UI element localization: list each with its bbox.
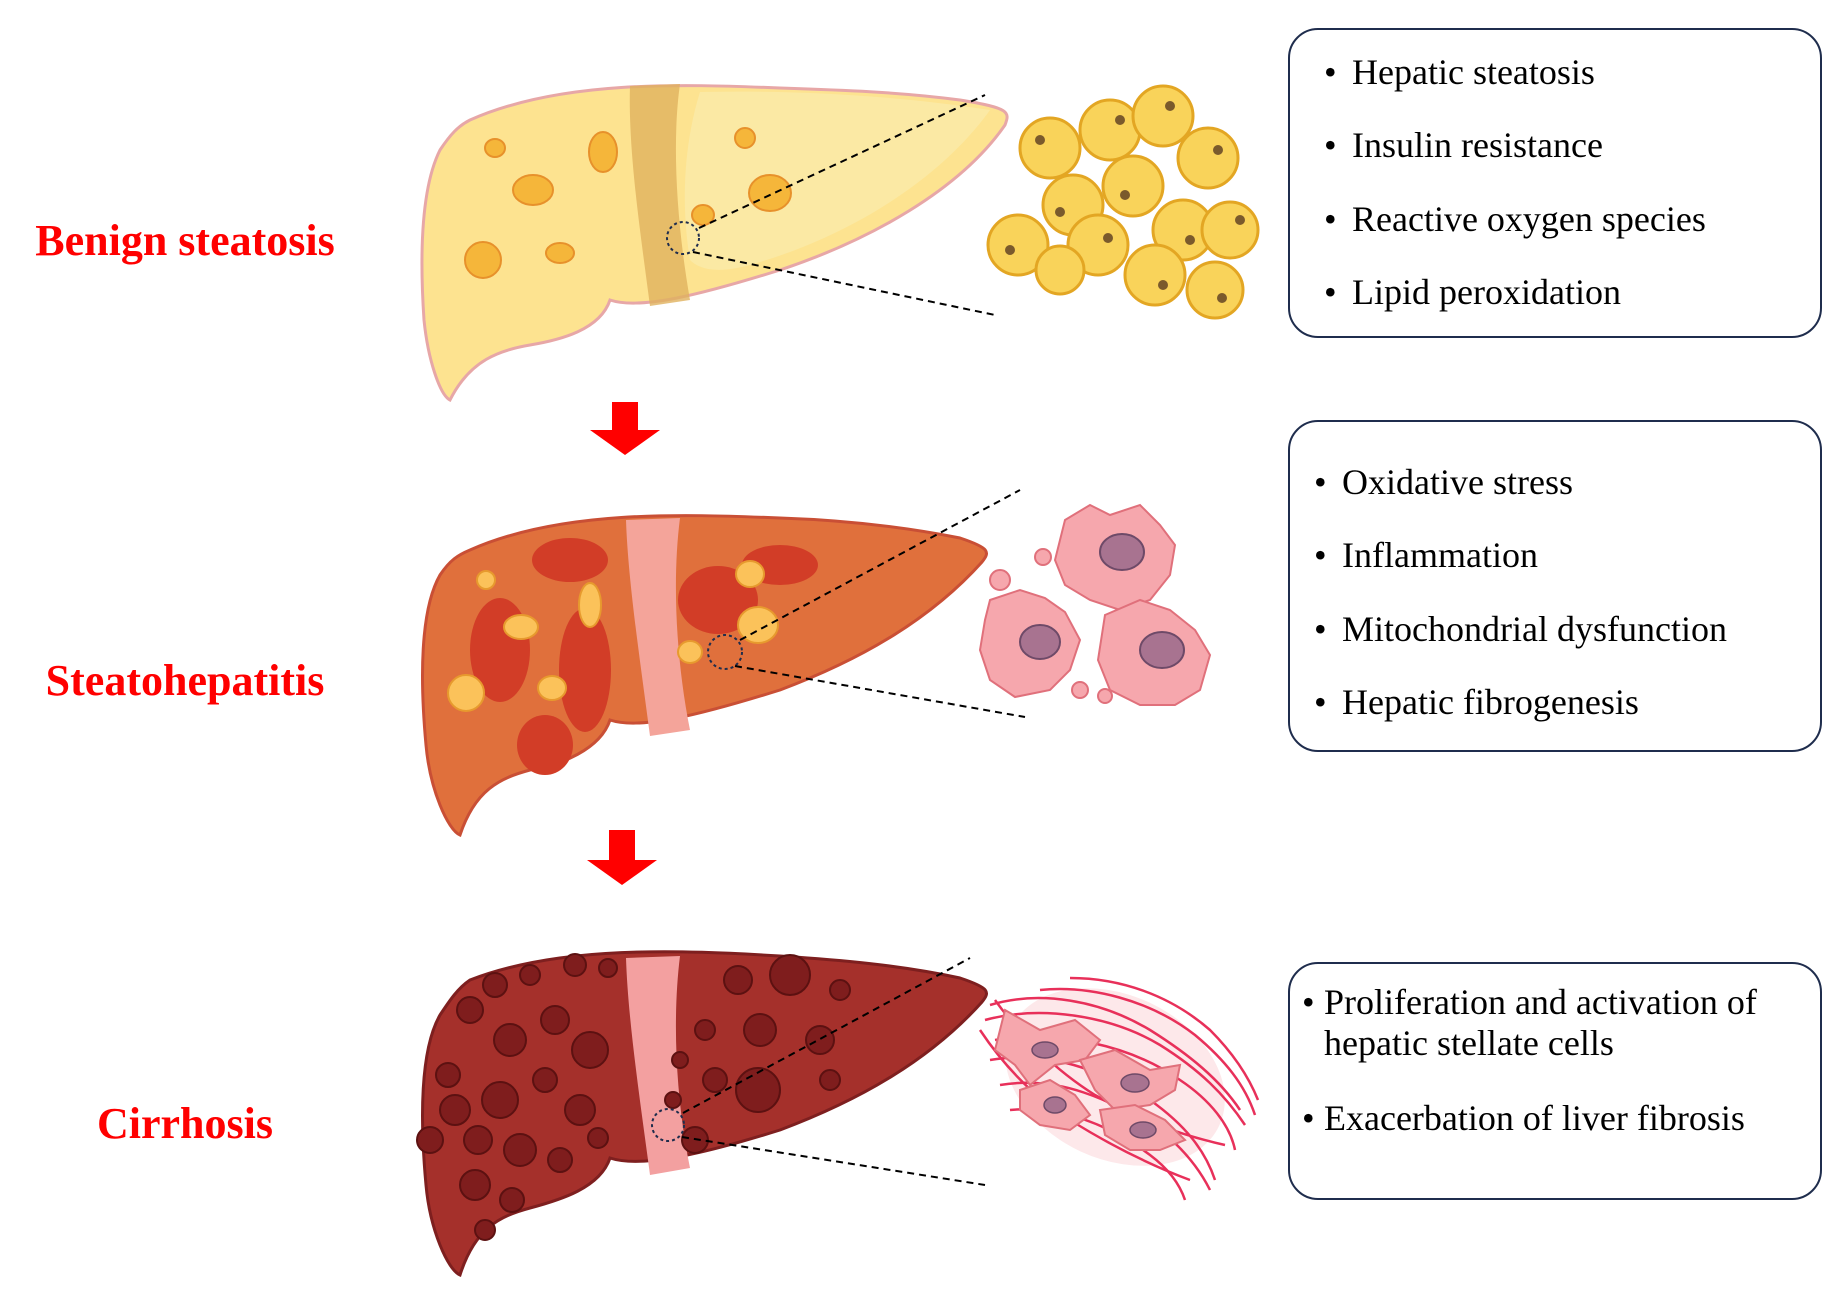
stellate-cells [978,976,1260,1201]
stage-label-steatohepatitis: Steatohepatitis [45,656,325,705]
magnify-circle-icon [651,1108,685,1142]
info-box-cirrhosis: Proliferation and activation of hepatic … [1288,962,1822,1200]
cirrhotic-nodules [416,953,851,1241]
info-box-steatohepatitis: Oxidative stress Inflammation Mitochondr… [1288,420,1822,752]
magnify-circle-icon [666,221,700,255]
list-item: Inflammation [1314,535,1810,577]
hepatocyte-cluster [986,84,1260,320]
liver-steatosis [420,84,1009,403]
down-arrow-icon [590,402,660,455]
liver-cirrhosis [416,950,988,1278]
list-item: Hepatic steatosis [1324,52,1810,94]
list-item: Lipid peroxidation [1324,272,1810,314]
liver-steatohepatitis [421,489,1026,838]
magnify-circle-icon [707,634,743,670]
stage-label-cirrhosis: Cirrhosis [97,1099,273,1148]
list-item: Exacerbation of liver fibrosis [1302,1098,1810,1140]
fat-droplets-1 [464,127,792,279]
list-item: Reactive oxygen species [1324,199,1810,241]
inflamed-cells [978,503,1212,706]
list-item: Oxidative stress [1314,462,1810,504]
info-box-steatosis: Hepatic steatosis Insulin resistance Rea… [1288,28,1822,338]
list-item: Proliferation and activation of hepatic … [1302,982,1810,1065]
list-item: Mitochondrial dysfunction [1314,609,1810,651]
list-item: Insulin resistance [1324,125,1810,167]
stage-label-benign-steatosis: Benign steatosis [35,216,335,265]
fat-droplets-2 [447,560,779,712]
list-item: Hepatic fibrogenesis [1314,682,1810,724]
down-arrow-icon [587,830,657,885]
